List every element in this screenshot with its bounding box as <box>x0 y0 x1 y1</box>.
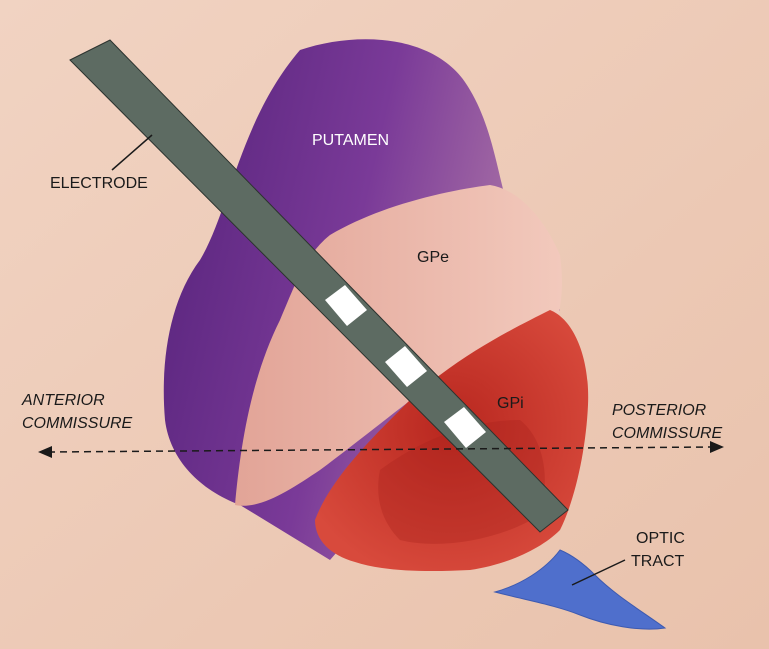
gpe-label: GPe <box>417 249 449 266</box>
putamen-label: PUTAMEN <box>312 132 389 149</box>
anterior-commissure-label-line1: ANTERIOR <box>21 392 105 409</box>
optic-tract-label-line1: OPTIC <box>636 530 685 547</box>
posterior-commissure-label-line2: COMMISSURE <box>612 425 723 442</box>
optic-tract-label-line2: TRACT <box>631 553 685 570</box>
anterior-commissure-label-line2: COMMISSURE <box>22 415 133 432</box>
posterior-commissure-label-line1: POSTERIOR <box>612 402 707 419</box>
electrode-label: ELECTRODE <box>50 175 148 192</box>
gpi-label: GPi <box>497 395 524 412</box>
